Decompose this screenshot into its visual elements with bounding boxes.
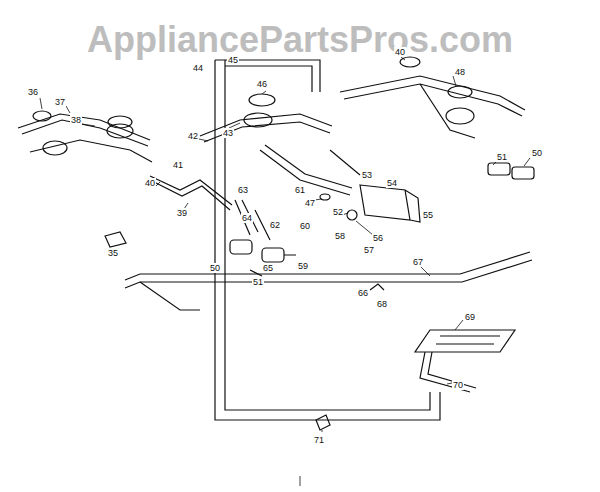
callout-number: 64 [241,213,253,223]
callout-number: 39 [176,208,188,218]
burner-bracket [18,114,152,162]
frame-pipe [140,282,200,310]
callout-number: 63 [237,185,249,195]
callout-number: 65 [262,263,274,273]
burner-tube [125,252,532,288]
regulator [360,185,420,222]
pilot-tube [235,200,270,240]
valve [262,248,284,262]
callout-number: 61 [294,185,306,195]
callout-number: 41 [172,160,184,170]
valve [512,167,534,179]
callout-number: 40 [394,47,406,57]
bracket [150,176,232,210]
callout-number: 66 [357,288,369,298]
callout-number: 68 [376,299,388,309]
callout-number: 52 [332,207,344,217]
callout-number: 40 [144,178,156,188]
leader-line [40,57,530,432]
tick-mark [300,476,301,486]
callout-number: 37 [54,97,66,107]
callout-number: 55 [422,210,434,220]
fitting [316,415,330,430]
burner-cap [33,111,51,121]
callout-number: 62 [269,220,281,230]
callout-number: 71 [313,435,325,445]
callout-number: 51 [252,277,264,287]
callout-number: 36 [27,87,39,97]
watermark: AppliancePartsPros.com [87,20,513,60]
burner-head [244,113,272,127]
oven-burner [415,330,515,352]
callout-number: 42 [187,131,199,141]
callout-number: 59 [297,261,309,271]
callout-number: 44 [192,63,204,73]
burner-head [446,108,474,124]
valve [488,163,510,175]
burner-bracket [200,114,332,142]
callout-number: 43 [222,128,234,138]
callout-number: 69 [464,312,476,322]
burner-head [43,141,67,155]
callout-number: 67 [412,257,424,267]
callout-number: 50 [531,148,543,158]
valve [230,240,252,254]
callout-number: 60 [299,221,311,231]
callout-number: 47 [304,198,316,208]
fitting [347,210,357,220]
clip [105,232,126,247]
clip [370,284,384,290]
callout-number: 45 [227,55,239,65]
callout-number: 38 [70,115,82,125]
callout-number: 46 [256,79,268,89]
burner-tube [420,352,476,392]
callout-number: 56 [372,233,384,243]
callout-number: 51 [496,152,508,162]
burner-cap [448,86,472,98]
callout-number: 35 [107,248,119,258]
callout-number: 48 [454,67,466,77]
burner-head [107,124,133,138]
valve-stem [250,255,296,276]
callout-number: 53 [361,170,373,180]
gas-manifold [215,60,440,420]
callout-number: 70 [452,380,464,390]
callout-number: 54 [386,178,398,188]
callout-number: 57 [363,245,375,255]
supply-tube [260,145,360,195]
burner-cap [249,94,275,106]
burner-bracket [340,76,525,138]
callout-number: 58 [334,231,346,241]
callout-number: 50 [209,263,221,273]
